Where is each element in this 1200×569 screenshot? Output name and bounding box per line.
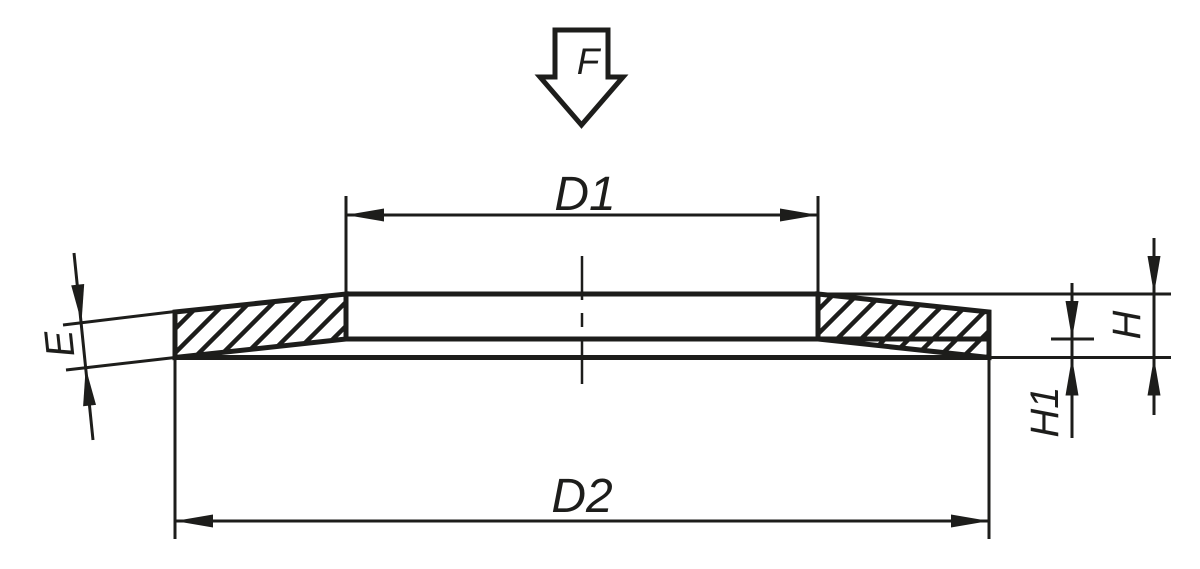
h1-arrowhead-top: [1065, 301, 1079, 339]
force-arrow: F: [534, 27, 629, 129]
d2-label: D2: [551, 470, 612, 523]
d2-arrowhead-left: [175, 514, 213, 528]
d1-arrowhead-right: [780, 208, 818, 222]
dimension-h1: H1: [1023, 283, 1094, 438]
d1-label: D1: [554, 168, 615, 221]
h-label: H: [1105, 310, 1149, 339]
dimension-h: H: [818, 238, 1171, 415]
e-dimension-line: [72, 252, 95, 441]
h1-arrowhead-bottom: [1065, 357, 1079, 396]
dimension-d2: D2: [173, 358, 991, 539]
h-arrowhead-top: [1147, 256, 1161, 294]
h1-label: H1: [1023, 386, 1067, 437]
e-extension-line-bottom: [65, 356, 176, 372]
force-label: F: [577, 41, 602, 82]
dimension-d1: D1: [344, 168, 820, 293]
dimension-e: E: [37, 252, 176, 441]
e-arrowhead-bottom: [83, 367, 96, 407]
force-arrow-outline: [534, 27, 629, 129]
d2-arrowhead-right: [951, 514, 989, 528]
disc-spring-section: [172, 256, 992, 397]
d1-arrowhead-left: [346, 208, 384, 222]
left-section-cut: [172, 291, 349, 361]
e-label: E: [37, 327, 84, 359]
e-arrowhead-top: [71, 284, 85, 323]
h-arrowhead-bottom: [1147, 357, 1161, 396]
right-section-cut: [815, 291, 992, 361]
